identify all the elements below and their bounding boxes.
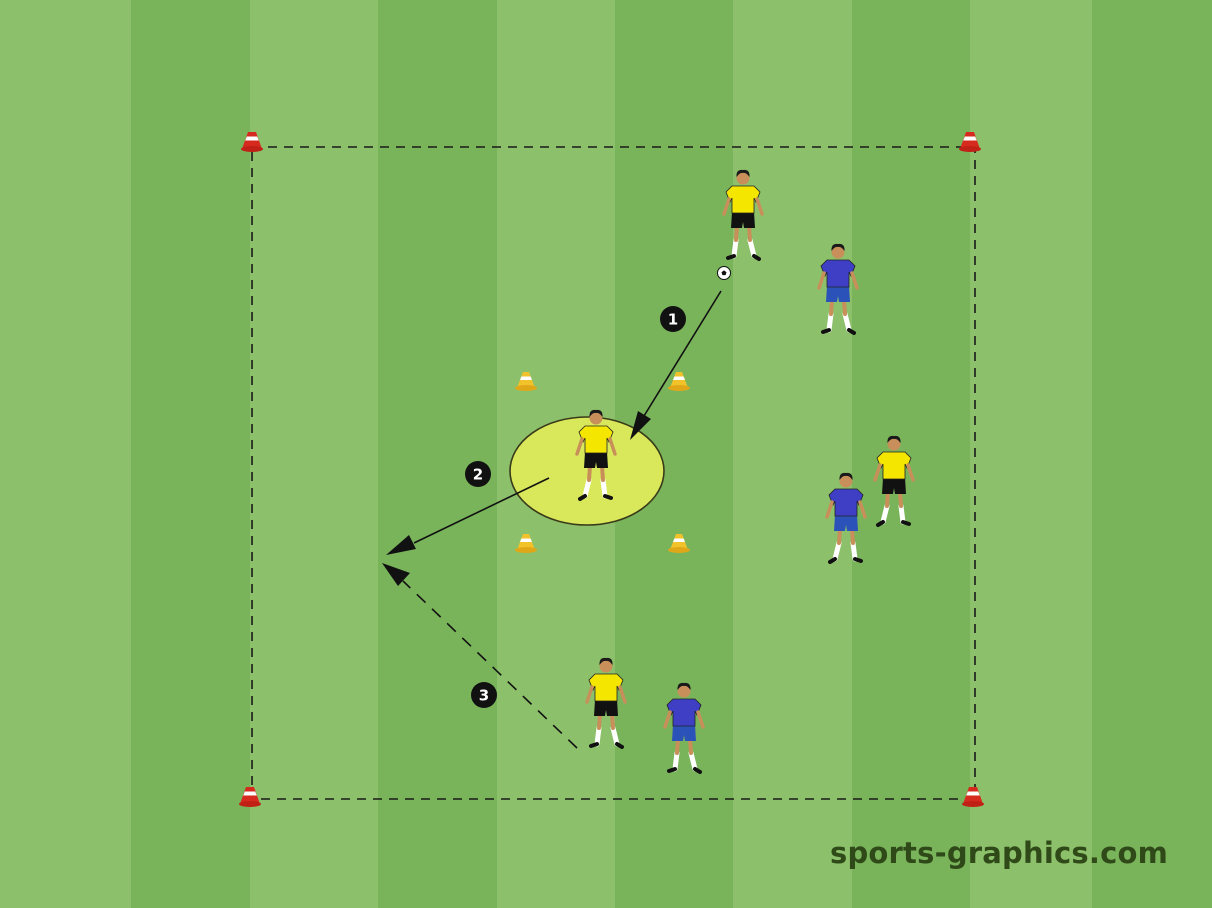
grass-stripe [0, 0, 131, 908]
step-marker-3: 3 [471, 682, 497, 708]
grass-stripe [733, 0, 852, 908]
ball [718, 267, 731, 280]
grass-stripe [378, 0, 497, 908]
watermark: sports-graphics.com [830, 836, 1168, 870]
step-label-2: 2 [473, 466, 483, 484]
step-label-3: 3 [479, 687, 489, 705]
grass-stripe [131, 0, 250, 908]
step-marker-2: 2 [465, 461, 491, 487]
grass-stripe [250, 0, 378, 908]
grass-stripe [852, 0, 970, 908]
step-label-1: 1 [668, 311, 678, 329]
grass-stripe [970, 0, 1092, 908]
step-marker-1: 1 [660, 306, 686, 332]
grass-stripe [1092, 0, 1212, 908]
